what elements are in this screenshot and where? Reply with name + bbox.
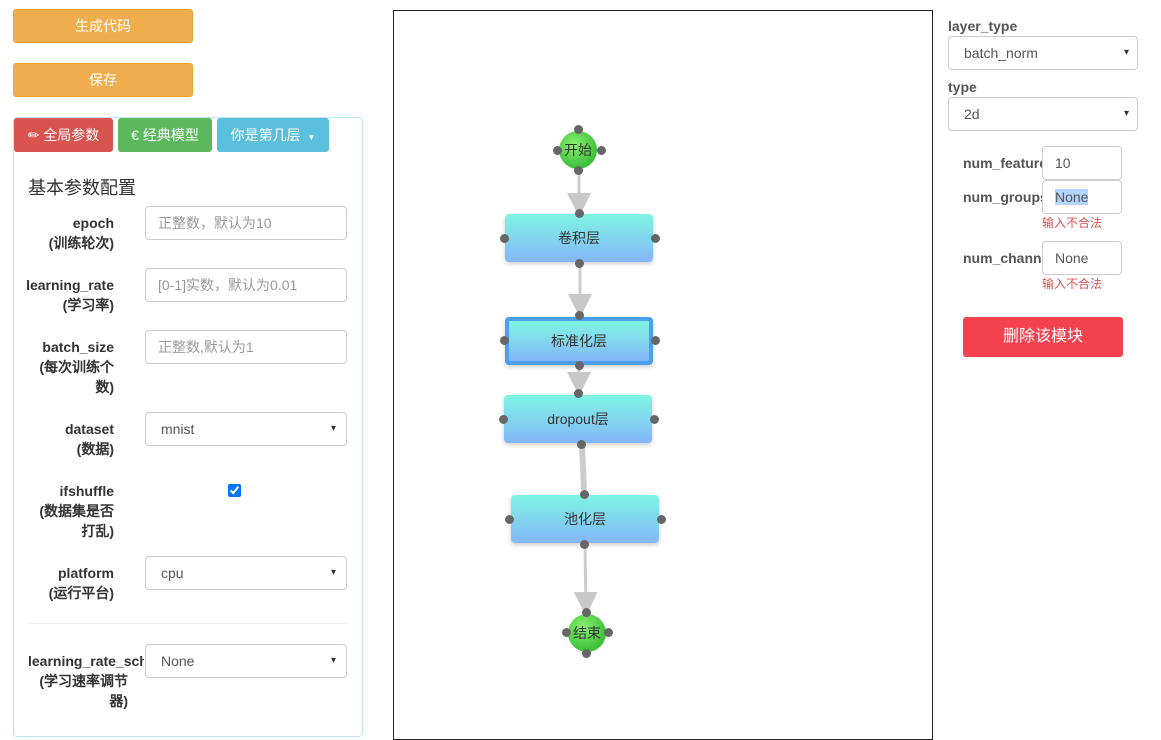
num-groups-label: num_groups	[963, 189, 1043, 205]
type-select[interactable]: 2d ▾	[948, 97, 1138, 131]
endpoint[interactable]	[575, 209, 584, 218]
endpoint[interactable]	[582, 608, 591, 617]
endpoint[interactable]	[580, 540, 589, 549]
start-node[interactable]: 开始	[559, 131, 597, 169]
endpoint[interactable]	[650, 415, 659, 424]
platform-label: platform (运行平台)	[48, 565, 114, 601]
endpoint[interactable]	[500, 234, 509, 243]
ifshuffle-checkbox[interactable]	[228, 484, 241, 497]
type-value: 2d	[964, 106, 980, 122]
endpoint[interactable]	[499, 415, 508, 424]
endpoint[interactable]	[575, 259, 584, 268]
pencil-icon: ✏	[27, 127, 40, 143]
learning-rate-input[interactable]	[145, 268, 347, 302]
node-dropout[interactable]: dropout层	[504, 395, 652, 443]
endpoint[interactable]	[582, 649, 591, 658]
section-title: 基本参数配置	[28, 178, 136, 198]
epoch-input[interactable]	[145, 206, 347, 240]
platform-select[interactable]: cpu ▾	[145, 556, 347, 590]
caret-down-icon: ▼	[307, 133, 316, 142]
delete-module-button[interactable]: 删除该模块	[963, 317, 1123, 357]
num-channels-input[interactable]: None	[1042, 241, 1122, 275]
num-features-input[interactable]: 10	[1042, 146, 1122, 180]
endpoint[interactable]	[500, 336, 509, 345]
generate-code-button[interactable]: 生成代码	[13, 9, 193, 43]
dataset-select[interactable]: mnist ▾	[145, 412, 347, 446]
endpoint[interactable]	[574, 166, 583, 175]
num-groups-error: 输入不合法	[1042, 216, 1103, 230]
layer-dropdown-label: 你是第几层	[230, 127, 301, 143]
endpoint[interactable]	[577, 440, 586, 449]
global-params-button[interactable]: ✏ 全局参数	[14, 118, 113, 152]
classic-model-button[interactable]: € 经典模型	[118, 118, 212, 152]
save-button[interactable]: 保存	[13, 63, 193, 97]
endpoint[interactable]	[574, 389, 583, 398]
num-features-label: num_features	[963, 155, 1043, 171]
dataset-value: mnist	[161, 421, 195, 437]
num-groups-input[interactable]: None	[1042, 180, 1122, 214]
epoch-label: epoch (训练轮次)	[48, 215, 114, 251]
lr-scheduler-value: None	[161, 653, 195, 669]
endpoint[interactable]	[562, 628, 571, 637]
endpoint[interactable]	[597, 146, 606, 155]
batch-size-label: batch_size (每次训练个数)	[39, 339, 114, 395]
batch-size-input[interactable]	[145, 330, 347, 364]
edge-dropout-pool	[579, 443, 587, 491]
layer-type-select[interactable]: batch_norm ▾	[948, 36, 1138, 70]
edge-pool-end	[573, 545, 598, 616]
lr-scheduler-label: learning_rate_scheduler (学习速率调节器)	[28, 653, 144, 709]
num-features-value: 10	[1055, 155, 1071, 171]
endpoint[interactable]	[651, 336, 660, 345]
node-pooling[interactable]: 池化层	[511, 495, 659, 543]
flow-canvas[interactable]	[393, 10, 933, 740]
end-node[interactable]: 结束	[568, 614, 606, 652]
endpoint[interactable]	[604, 628, 613, 637]
chevron-down-icon: ▾	[1123, 47, 1129, 58]
node-conv[interactable]: 卷积层	[505, 214, 653, 262]
num-channels-value: None	[1055, 250, 1089, 266]
endpoint[interactable]	[505, 515, 514, 524]
endpoint[interactable]	[580, 490, 589, 499]
layer-type-label: layer_type	[948, 18, 1018, 34]
layer-dropdown-button[interactable]: 你是第几层 ▼	[217, 118, 329, 152]
num-groups-value: None	[1055, 189, 1089, 205]
num-channels-label: num_channels	[963, 250, 1043, 266]
num-channels-error: 输入不合法	[1042, 277, 1103, 291]
endpoint[interactable]	[651, 234, 660, 243]
endpoint[interactable]	[575, 361, 584, 370]
platform-value: cpu	[161, 565, 184, 581]
lr-scheduler-select[interactable]: None ▾	[145, 644, 347, 678]
chevron-down-icon: ▾	[330, 567, 336, 578]
layer-type-value: batch_norm	[964, 45, 1038, 61]
endpoint[interactable]	[553, 146, 562, 155]
endpoint[interactable]	[574, 125, 583, 134]
endpoint[interactable]	[575, 311, 584, 320]
chevron-down-icon: ▾	[330, 423, 336, 434]
type-label: type	[948, 79, 977, 95]
classic-model-label: 经典模型	[142, 127, 199, 143]
chevron-down-icon: ▾	[1123, 108, 1129, 119]
node-batch-norm[interactable]: 标准化层	[505, 317, 653, 365]
endpoint[interactable]	[657, 515, 666, 524]
learning-rate-label: learning_rate (学习率)	[26, 277, 114, 313]
chevron-down-icon: ▾	[330, 655, 336, 666]
ifshuffle-label: ifshuffle (数据集是否打乱)	[39, 483, 114, 539]
global-params-label: 全局参数	[43, 127, 100, 143]
euro-icon: €	[131, 127, 139, 143]
dataset-label: dataset (数据)	[64, 421, 114, 457]
divider	[28, 623, 348, 624]
